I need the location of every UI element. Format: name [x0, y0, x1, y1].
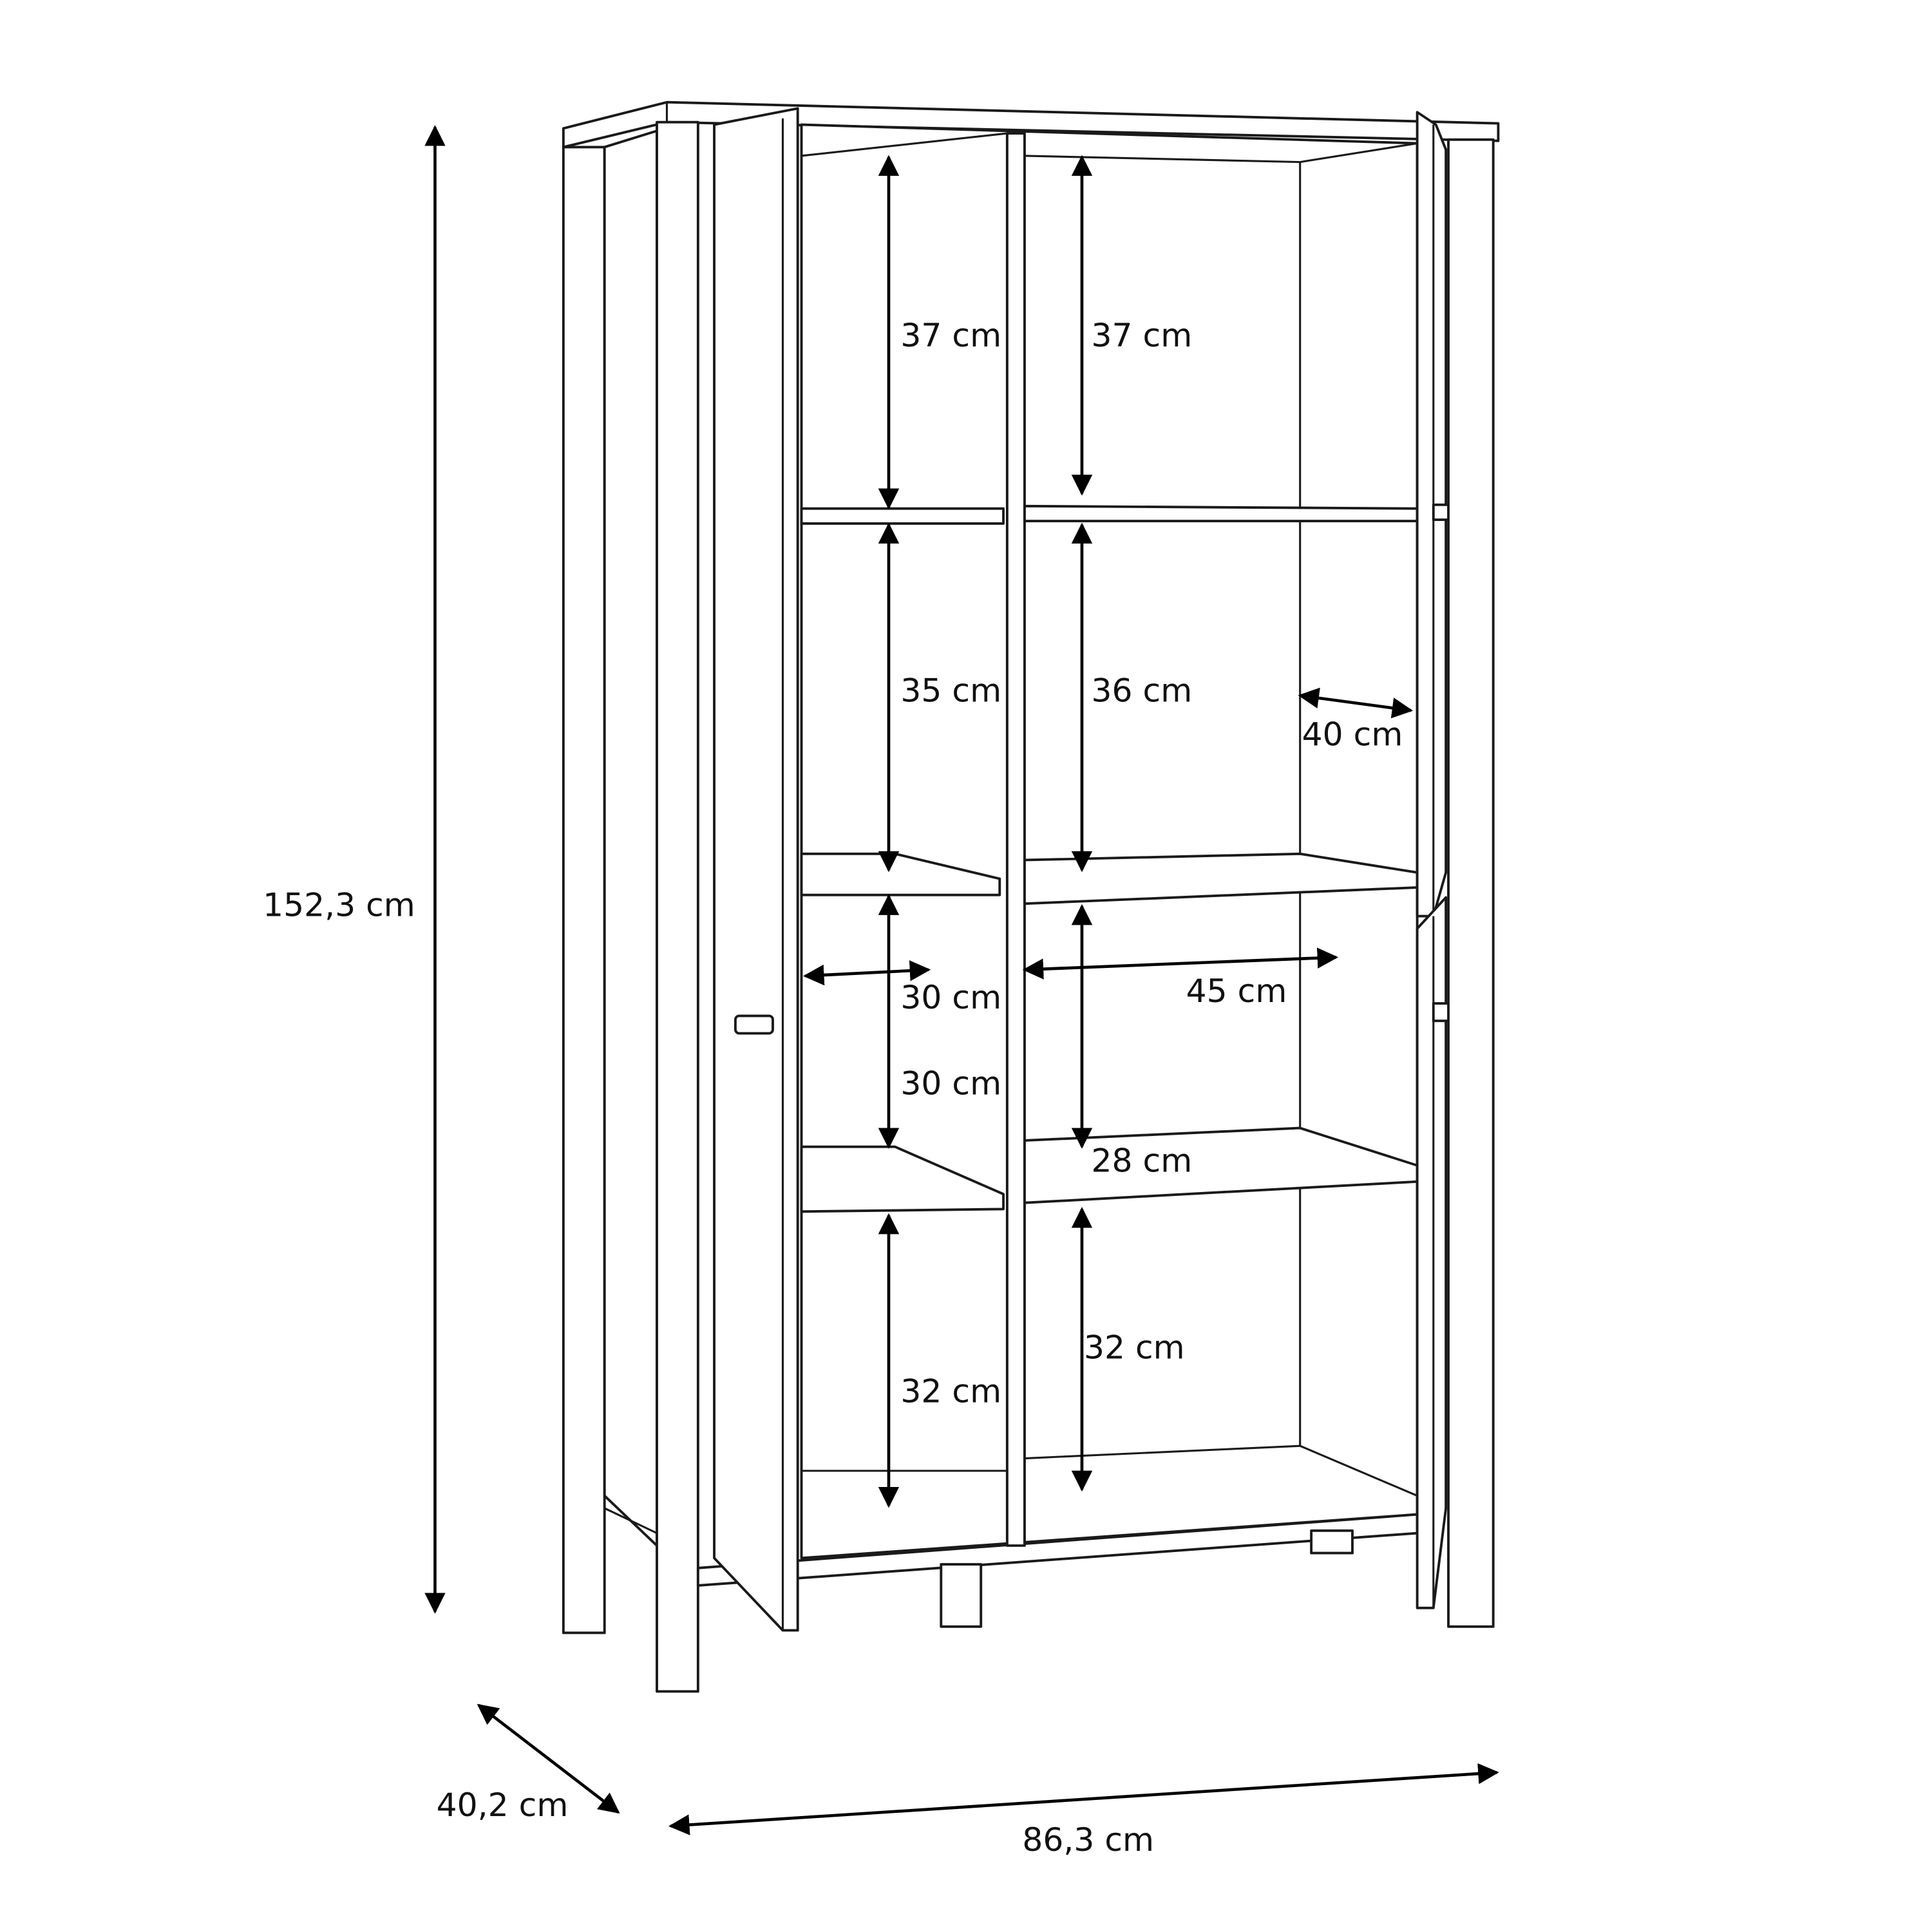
right-third-label: 28 cm	[1092, 1141, 1193, 1179]
right-shelf-depth-label: 40 cm	[1302, 715, 1403, 753]
front-foot	[940, 1563, 983, 1628]
left-second-label: 35 cm	[900, 672, 1001, 710]
left-shelf-width-label: 30 cm	[900, 978, 1001, 1016]
left-bottom-label: 32 cm	[900, 1372, 1001, 1410]
left-front-leg	[656, 120, 699, 1693]
right-bottom-label: 32 cm	[1084, 1329, 1185, 1367]
left-top-label: 37 cm	[900, 316, 1001, 354]
dimension-arrows	[424, 125, 1499, 1835]
right-second-label: 36 cm	[1092, 672, 1193, 710]
door-handle	[734, 1014, 774, 1035]
right-lower-door	[1416, 896, 1448, 1609]
right-shelf-width-label: 45 cm	[1186, 972, 1287, 1010]
cabinet-drawing	[562, 100, 1500, 1693]
depth-arrow	[477, 1703, 620, 1814]
right-upper-door	[1416, 111, 1448, 918]
shelf-left-1	[800, 507, 1005, 525]
left-back-leg	[562, 146, 606, 1634]
left-third-label: 30 cm	[900, 1064, 1001, 1102]
width-arrow	[668, 1763, 1499, 1835]
height-label: 152,3 cm	[263, 886, 415, 924]
shelf-right-1	[1023, 504, 1419, 522]
left-door	[713, 107, 799, 1632]
back-foot	[1310, 1529, 1354, 1555]
left-side-panel	[603, 129, 658, 1547]
right-front-leg	[1447, 138, 1495, 1628]
center-divider	[1005, 132, 1026, 1547]
dimension-labels: 152,3 cm 40,2 cm 86,3 cm 37 cm 37 cm 35 …	[263, 316, 1403, 1859]
right-top-label: 37 cm	[1092, 316, 1193, 354]
depth-label: 40,2 cm	[437, 1786, 569, 1824]
width-label: 86,3 cm	[1022, 1821, 1154, 1859]
